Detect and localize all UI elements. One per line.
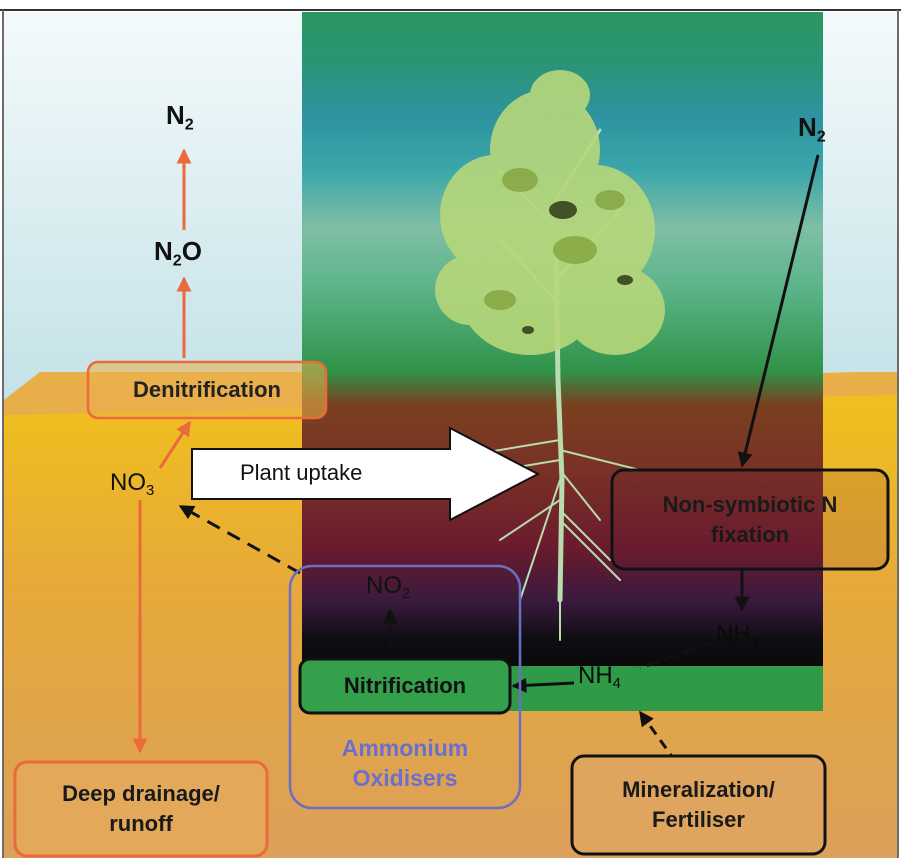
n2o-label: N2O: [154, 236, 202, 270]
denitrification-label: Denitrification: [133, 377, 281, 402]
nh4-to-nitrification-arrow: [511, 677, 575, 693]
nh4-label: NH4: [578, 662, 621, 693]
nitrification-label: Nitrification: [343, 673, 467, 698]
nitrification-box-frame: [298, 657, 512, 715]
mineralization-label: Mineralization/ Fertiliser: [622, 777, 775, 832]
denitrification-box-frame: [86, 360, 328, 420]
non-symbiotic-fixation-label: Non-symbiotic N fixation: [662, 491, 838, 547]
no3-label: NO3: [110, 469, 155, 500]
plant-uptake-arrow: [191, 426, 541, 522]
non-symbiotic-box-frame: [610, 468, 890, 571]
deep-drainage-box-frame: [13, 760, 269, 858]
no2-label: NO2: [366, 572, 411, 603]
nh3-label: NH3: [716, 621, 759, 652]
mineralization-box-frame: [570, 754, 827, 856]
ammonium-oxidisers-label: Ammonium Oxidisers: [341, 735, 469, 791]
mineralization-to-nh4-arrow: [638, 710, 678, 763]
n2-right-label: N2: [798, 112, 826, 146]
ammonium-oxidisers-box-frame: [288, 564, 522, 810]
n2-top-label: N2: [166, 100, 194, 134]
plant-uptake-label: Plant uptake: [240, 460, 363, 485]
n2-to-fixation-arrow: [737, 154, 820, 468]
no3-to-denitrification-arrow: [158, 420, 192, 469]
deep-drainage-label: Deep drainage/ runoff: [62, 781, 220, 836]
nh3-to-nh4-arrow: [639, 641, 713, 670]
